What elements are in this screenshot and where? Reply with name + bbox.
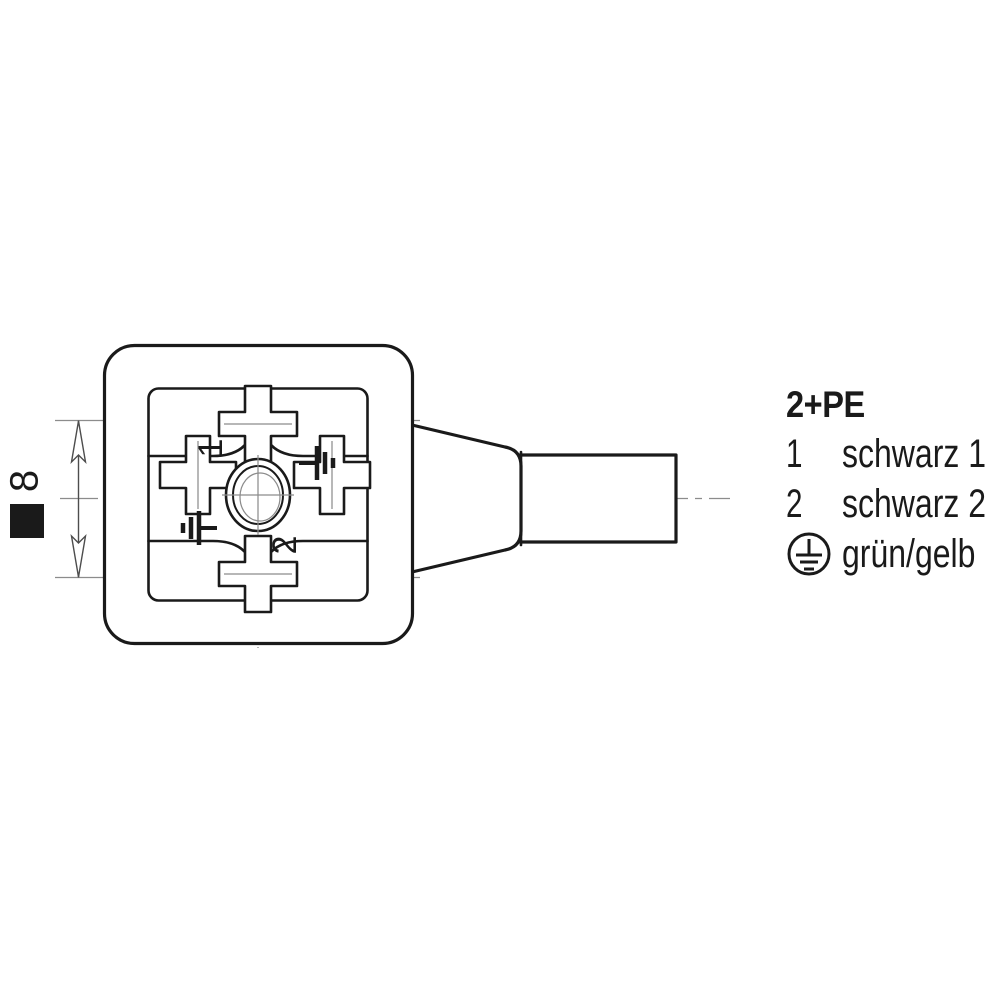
- legend-key-pin-2: 2: [786, 482, 803, 526]
- square-section-symbol: [10, 504, 44, 538]
- legend-row-pe: grün/gelb: [786, 529, 996, 579]
- legend-value-pin-2: schwarz 2: [842, 482, 987, 526]
- legend-key-earth: [786, 531, 842, 577]
- earth-ground-icon: [787, 532, 831, 576]
- pin-1-label: 1: [192, 439, 230, 458]
- legend-value-pe: grün/gelb: [842, 532, 976, 576]
- cable-body: [518, 453, 678, 544]
- dimension-arrow-bottom: [70, 533, 87, 578]
- legend-row-2: 2 schwarz 2: [786, 479, 996, 529]
- legend-title: 2+PE: [786, 384, 865, 425]
- dimension-arrow-top: [70, 420, 87, 465]
- legend-key-pin-1: 1: [786, 432, 803, 476]
- legend-row-1: 1 schwarz 1: [786, 429, 996, 479]
- pin-markings: 1 2: [192, 439, 304, 555]
- center-bore: [239, 472, 281, 522]
- legend-rows: 1 schwarz 1 2 schwarz 2 grün/gelb: [786, 429, 996, 579]
- strain-relief: [410, 423, 523, 574]
- center-boss: [222, 455, 294, 535]
- earth-mark-right: [299, 446, 336, 480]
- cable: [518, 453, 678, 544]
- legend-panel: 2+PE 1 schwarz 1 2 schwarz 2: [786, 386, 996, 579]
- legend-value-pin-1: schwarz 1: [842, 432, 987, 476]
- dimension-value-label: 8: [3, 470, 47, 492]
- pin-2-label: 2: [266, 536, 304, 555]
- dimension-square-8: 8: [3, 420, 87, 578]
- strain-relief-body: [410, 423, 523, 574]
- earth-mark-left: [180, 511, 217, 545]
